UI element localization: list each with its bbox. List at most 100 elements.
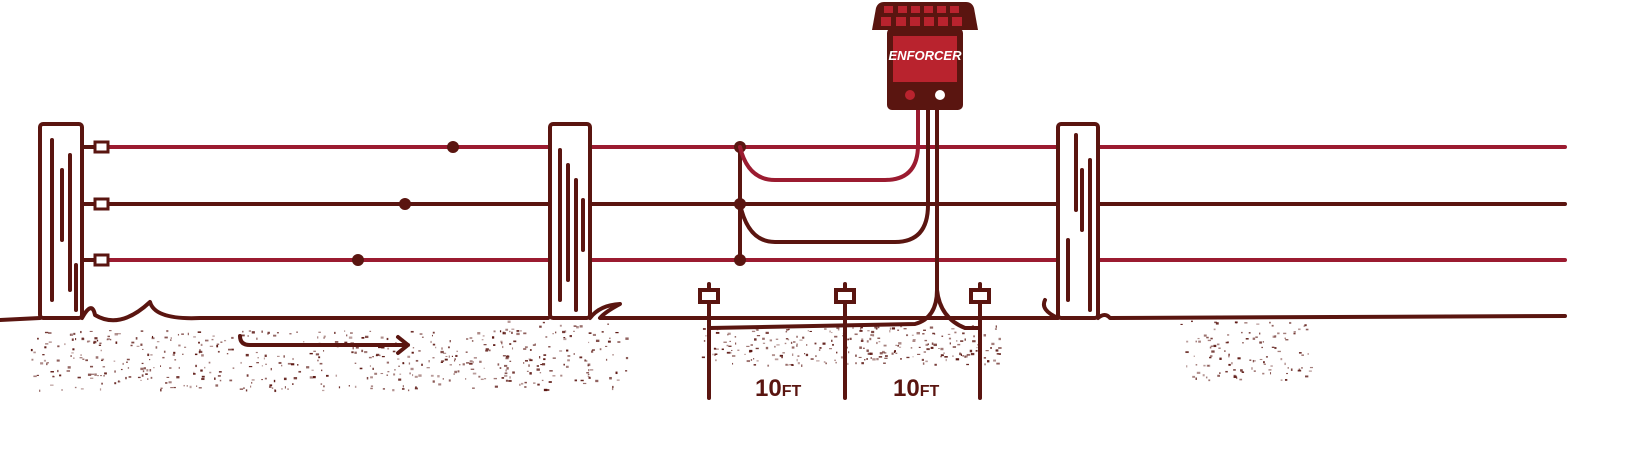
soil-speckle xyxy=(201,377,205,381)
soil-speckle xyxy=(48,332,52,334)
soil-speckle xyxy=(810,358,814,360)
soil-speckle xyxy=(398,365,400,367)
soil-speckle xyxy=(744,353,746,355)
soil-speckle xyxy=(529,372,532,375)
soil-speckle xyxy=(374,372,378,375)
soil-speckle xyxy=(428,360,430,363)
soil-speckle xyxy=(455,354,458,357)
soil-speckle xyxy=(756,360,759,362)
soil-speckle xyxy=(1270,365,1273,367)
soil-speckle xyxy=(1227,334,1230,336)
soil-speckle xyxy=(453,373,455,375)
soil-speckle xyxy=(774,345,776,348)
soil-speckle xyxy=(315,353,320,356)
soil-speckle xyxy=(728,345,732,347)
soil-speckle xyxy=(529,349,532,351)
soil-speckle xyxy=(142,348,144,351)
soil-speckle xyxy=(201,375,205,378)
soil-speckle xyxy=(735,342,737,345)
soil-speckle xyxy=(45,343,49,345)
soil-speckle xyxy=(505,328,509,331)
soil-speckle xyxy=(430,374,434,377)
soil-speckle xyxy=(797,355,800,357)
soil-speckle xyxy=(995,349,999,352)
soil-speckle xyxy=(927,343,929,346)
soil-speckle xyxy=(109,338,112,341)
soil-speckle xyxy=(1216,343,1220,346)
soil-speckle xyxy=(1274,347,1277,350)
soil-speckle xyxy=(897,344,899,347)
soil-speckle xyxy=(462,363,465,366)
soil-speckle xyxy=(52,375,55,377)
soil-speckle xyxy=(1193,355,1195,357)
soil-speckle xyxy=(537,383,540,386)
energizer-box: ENFORCER xyxy=(872,2,978,110)
soil-speckle xyxy=(145,373,148,375)
soil-speckle xyxy=(140,367,144,371)
soil-speckle xyxy=(1219,372,1221,374)
soil-speckle xyxy=(1254,360,1256,362)
soil-speckle xyxy=(796,344,798,347)
soil-speckle xyxy=(573,325,577,327)
soil-speckle xyxy=(871,330,875,334)
soil-speckle xyxy=(251,381,253,384)
soil-speckle xyxy=(195,364,198,368)
soil-speckle xyxy=(473,356,477,359)
soil-speckle xyxy=(231,348,234,351)
soil-speckle xyxy=(499,367,502,369)
soil-speckle xyxy=(415,359,419,362)
soil-speckle xyxy=(734,336,737,338)
soil-speckle xyxy=(765,346,769,350)
soil-speckle xyxy=(1211,350,1215,353)
soil-speckle xyxy=(140,379,142,381)
soil-speckle xyxy=(209,345,214,347)
soil-speckle xyxy=(268,386,272,388)
soil-speckle xyxy=(372,356,374,358)
soil-speckle xyxy=(226,353,229,355)
soil-speckle xyxy=(789,364,792,366)
soil-speckle xyxy=(1213,328,1216,331)
soil-speckle xyxy=(77,376,81,379)
soil-speckle xyxy=(895,344,897,346)
soil-speckle xyxy=(762,337,765,340)
soil-speckle xyxy=(163,350,166,353)
soil-speckle xyxy=(959,352,962,356)
soil-speckle xyxy=(884,357,888,359)
soil-speckle xyxy=(1219,357,1222,360)
soil-speckle xyxy=(962,332,965,335)
soil-speckle xyxy=(1284,337,1286,340)
soil-speckle xyxy=(261,365,264,367)
soil-speckle xyxy=(1207,365,1209,367)
soil-speckle xyxy=(1284,379,1288,381)
soil-speckle xyxy=(170,339,172,341)
soil-speckle xyxy=(567,359,570,362)
soil-speckle xyxy=(516,330,520,332)
soil-speckle xyxy=(1225,370,1228,373)
soil-speckle xyxy=(869,337,872,341)
soil-speckle xyxy=(160,387,163,389)
soil-speckle xyxy=(245,389,248,392)
soil-speckle xyxy=(859,330,863,332)
soil-speckle xyxy=(1198,340,1201,343)
soil-speckle xyxy=(1298,352,1302,354)
soil-speckle xyxy=(289,333,292,335)
soil-speckle xyxy=(883,362,886,364)
soil-speckle xyxy=(173,386,176,389)
soil-speckle xyxy=(370,376,373,379)
ground-rods xyxy=(698,282,991,400)
soil-speckle xyxy=(866,358,868,360)
soil-speckle xyxy=(508,379,512,382)
soil-speckle xyxy=(1191,320,1193,323)
soil-speckle xyxy=(1215,322,1219,325)
soil-speckle xyxy=(317,359,319,362)
soil-speckle xyxy=(421,336,424,338)
soil-speckle xyxy=(1208,379,1211,382)
soil-speckle xyxy=(1241,371,1245,373)
soil-speckle xyxy=(217,375,221,377)
soil-speckle xyxy=(419,333,423,335)
soil-speckle xyxy=(80,330,82,334)
soil-speckle xyxy=(1196,371,1201,374)
soil-speckle xyxy=(94,373,97,376)
soil-speckle xyxy=(438,383,442,386)
soil-speckle xyxy=(117,380,120,383)
